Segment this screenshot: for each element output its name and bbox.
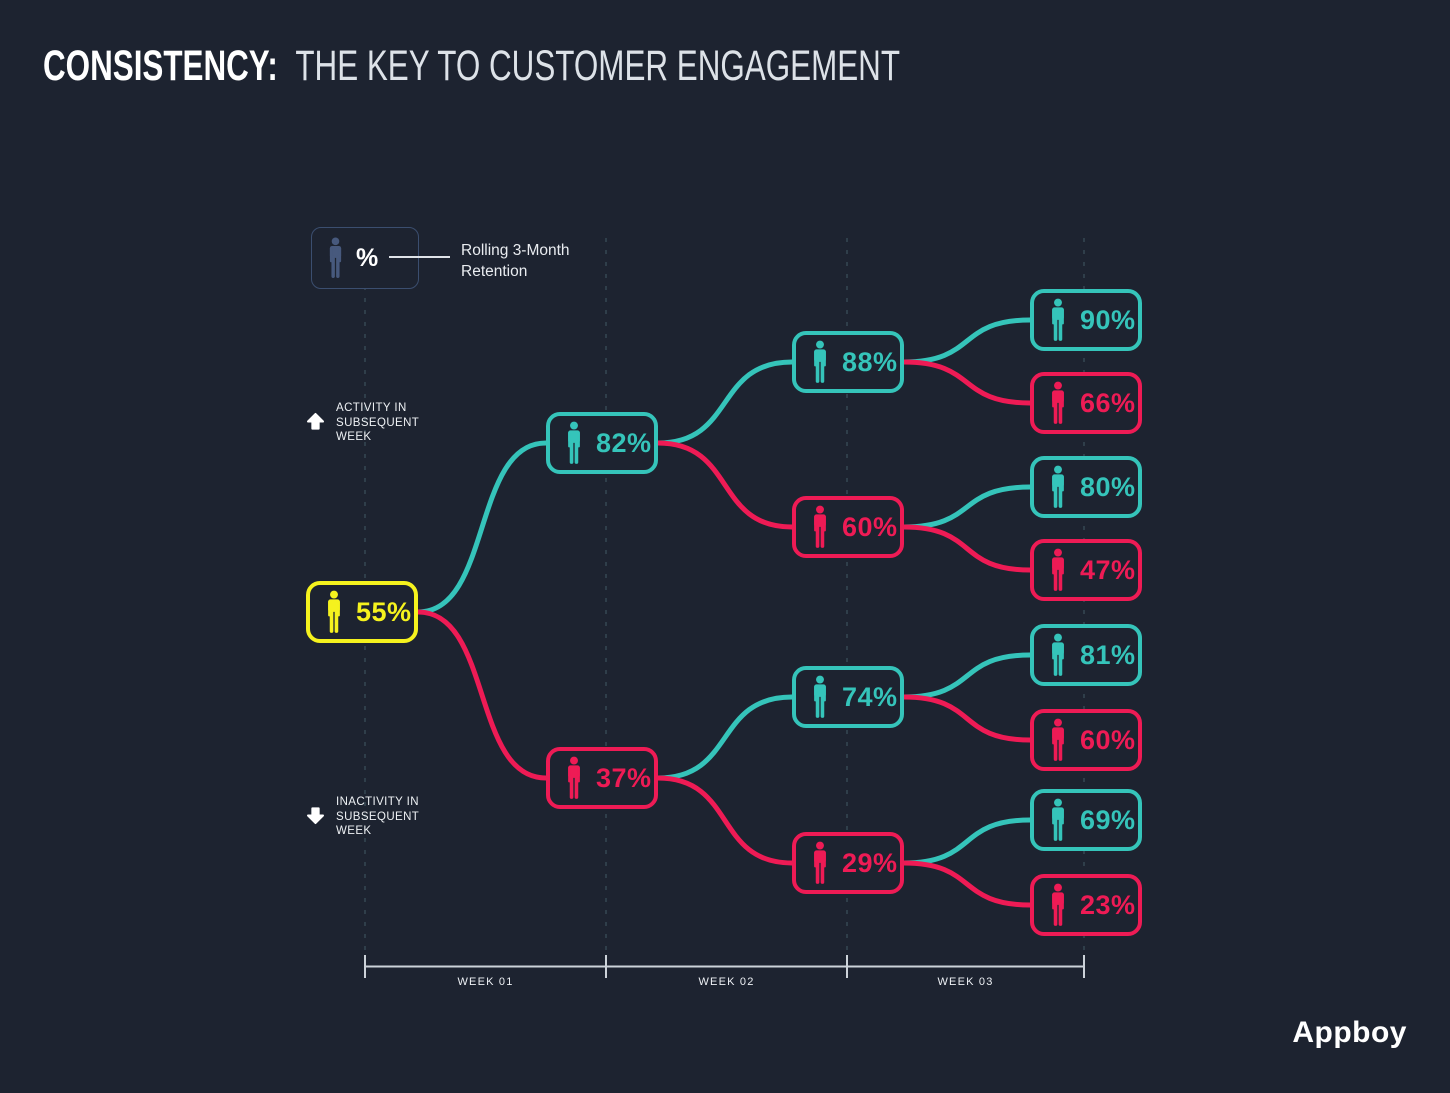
retention-node-29: 29% — [792, 832, 904, 894]
node-value: 47% — [1080, 554, 1136, 585]
person-icon — [811, 340, 829, 384]
activity-line1: ACTIVITY IN — [336, 402, 407, 414]
branch-up-edge — [901, 317, 1033, 365]
person-icon — [1049, 465, 1067, 509]
week-01-label: WEEK 01 — [457, 976, 514, 988]
node-value: 81% — [1080, 639, 1136, 670]
activity-line2: SUBSEQUENT — [336, 416, 420, 429]
node-value: 60% — [842, 511, 898, 542]
arrow-down-icon — [306, 806, 325, 825]
branch-up-edge — [415, 440, 549, 615]
person-icon — [565, 756, 583, 800]
person-icon — [325, 590, 343, 634]
branch-up-edge — [901, 817, 1033, 866]
retention-node-60: 60% — [1030, 709, 1142, 771]
legend-label-line1: Rolling 3-Month — [461, 242, 570, 259]
branch-down-edge — [415, 609, 549, 781]
activity-annotation: ACTIVITY IN SUBSEQUENT WEEK — [306, 401, 419, 445]
person-icon — [1049, 883, 1067, 927]
retention-node-81: 81% — [1030, 624, 1142, 686]
branch-up-edge — [901, 484, 1033, 530]
node-value: 29% — [842, 847, 898, 878]
retention-node-47: 47% — [1030, 539, 1142, 601]
appboy-logo: Appboy — [1292, 1016, 1407, 1049]
node-value: 37% — [596, 762, 652, 793]
person-icon — [1049, 381, 1067, 425]
branch-down-edge — [901, 524, 1033, 573]
node-value: 69% — [1080, 804, 1136, 835]
branch-up-edge — [655, 694, 795, 781]
node-value: 60% — [1080, 724, 1136, 755]
node-value: 23% — [1080, 889, 1136, 920]
node-value: 82% — [596, 427, 652, 458]
branch-up-edge — [901, 652, 1033, 700]
retention-node-82: 82% — [546, 412, 658, 474]
retention-node-60: 60% — [792, 496, 904, 558]
week-02-label: WEEK 02 — [698, 976, 755, 988]
retention-node-23: 23% — [1030, 874, 1142, 936]
inactivity-annotation: INACTIVITY IN SUBSEQUENT WEEK — [306, 795, 419, 839]
inactivity-line2: SUBSEQUENT — [336, 810, 420, 823]
person-icon — [565, 421, 583, 465]
branch-down-edge — [655, 440, 795, 530]
arrow-up-icon — [306, 412, 325, 431]
person-icon — [811, 505, 829, 549]
retention-node-69: 69% — [1030, 789, 1142, 851]
percent-symbol: % — [356, 243, 379, 272]
person-icon — [1049, 798, 1067, 842]
inactivity-annotation-text: INACTIVITY IN SUBSEQUENT WEEK — [336, 795, 419, 839]
retention-node-80: 80% — [1030, 456, 1142, 518]
node-value: 88% — [842, 346, 898, 377]
person-icon — [811, 841, 829, 885]
node-value: 80% — [1080, 471, 1136, 502]
retention-node-74: 74% — [792, 666, 904, 728]
page-title: CONSISTENCY: THE KEY TO CUSTOMER ENGAGEM… — [43, 42, 900, 91]
retention-node-90: 90% — [1030, 289, 1142, 351]
person-icon — [1049, 298, 1067, 342]
legend-label: Rolling 3-Month Retention — [461, 240, 570, 282]
person-icon — [811, 675, 829, 719]
node-value: 55% — [356, 596, 412, 627]
node-value: 74% — [842, 681, 898, 712]
retention-node-37: 37% — [546, 747, 658, 809]
week-03-label: WEEK 03 — [937, 976, 994, 988]
activity-line3: WEEK — [336, 431, 372, 443]
branch-down-edge — [655, 775, 795, 866]
node-value: 90% — [1080, 304, 1136, 335]
person-icon — [1049, 718, 1067, 762]
activity-annotation-text: ACTIVITY IN SUBSEQUENT WEEK — [336, 401, 419, 445]
branch-down-edge — [901, 694, 1033, 743]
retention-node-55: 55% — [306, 581, 418, 643]
branch-down-edge — [901, 359, 1033, 406]
title-rest: THE KEY TO CUSTOMER ENGAGEMENT — [295, 42, 901, 90]
inactivity-line1: INACTIVITY IN — [336, 796, 419, 808]
branch-up-edge — [655, 359, 795, 446]
person-icon — [327, 237, 344, 279]
legend-label-line2: Retention — [461, 263, 528, 280]
person-icon — [1049, 548, 1067, 592]
person-icon — [1049, 633, 1067, 677]
retention-node-66: 66% — [1030, 372, 1142, 434]
node-value: 66% — [1080, 387, 1136, 418]
legend-callout-line — [389, 256, 450, 258]
retention-node-88: 88% — [792, 331, 904, 393]
legend-box: % — [311, 227, 419, 289]
inactivity-line3: WEEK — [336, 825, 372, 837]
title-emphasis: CONSISTENCY: — [43, 42, 278, 90]
branch-down-edge — [901, 860, 1033, 908]
